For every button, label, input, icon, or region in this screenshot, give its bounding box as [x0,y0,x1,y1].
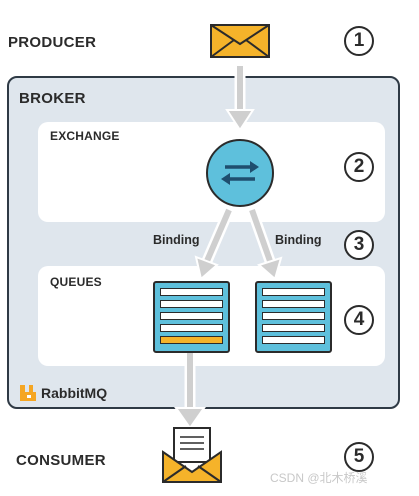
exchange-label: EXCHANGE [50,129,120,143]
queue-message [160,324,223,332]
broker-label: BROKER [19,90,86,107]
watermark-text: CSDN @北木桥溪 [270,471,368,485]
consumer-label: CONSUMER [16,452,106,469]
rabbitmq-logo-icon [20,385,36,401]
queue-left [153,281,230,353]
queue-right [255,281,332,353]
queue-message [262,336,325,344]
binding-left-label: Binding [153,233,200,247]
step-1-badge: 1 [344,26,374,56]
queues-label: QUEUES [50,275,102,289]
queue-message [262,312,325,320]
step-4-badge: 4 [344,305,374,335]
envelope-icon [210,24,270,58]
rabbitmq-logo-text: RabbitMQ [41,385,108,401]
queue-message [160,300,223,308]
open-envelope-letter-icon [162,427,222,483]
swap-arrows-icon [206,139,274,207]
arrow-queue-to-consumer [174,353,206,430]
binding-right-label: Binding [275,233,322,247]
queue-message [262,300,325,308]
step-5-badge: 5 [344,442,374,472]
arrow-exchange-to-queue-right [246,208,283,281]
queue-message [160,288,223,296]
queue-message [262,324,325,332]
queue-message [160,312,223,320]
queue-message-outgoing [160,336,223,344]
arrow-exchange-to-queue-left [194,207,235,281]
step-3-badge: 3 [344,230,374,260]
queue-message [262,288,325,296]
arrow-producer-to-exchange [225,66,255,132]
step-2-badge: 2 [344,152,374,182]
producer-label: PRODUCER [8,34,97,51]
